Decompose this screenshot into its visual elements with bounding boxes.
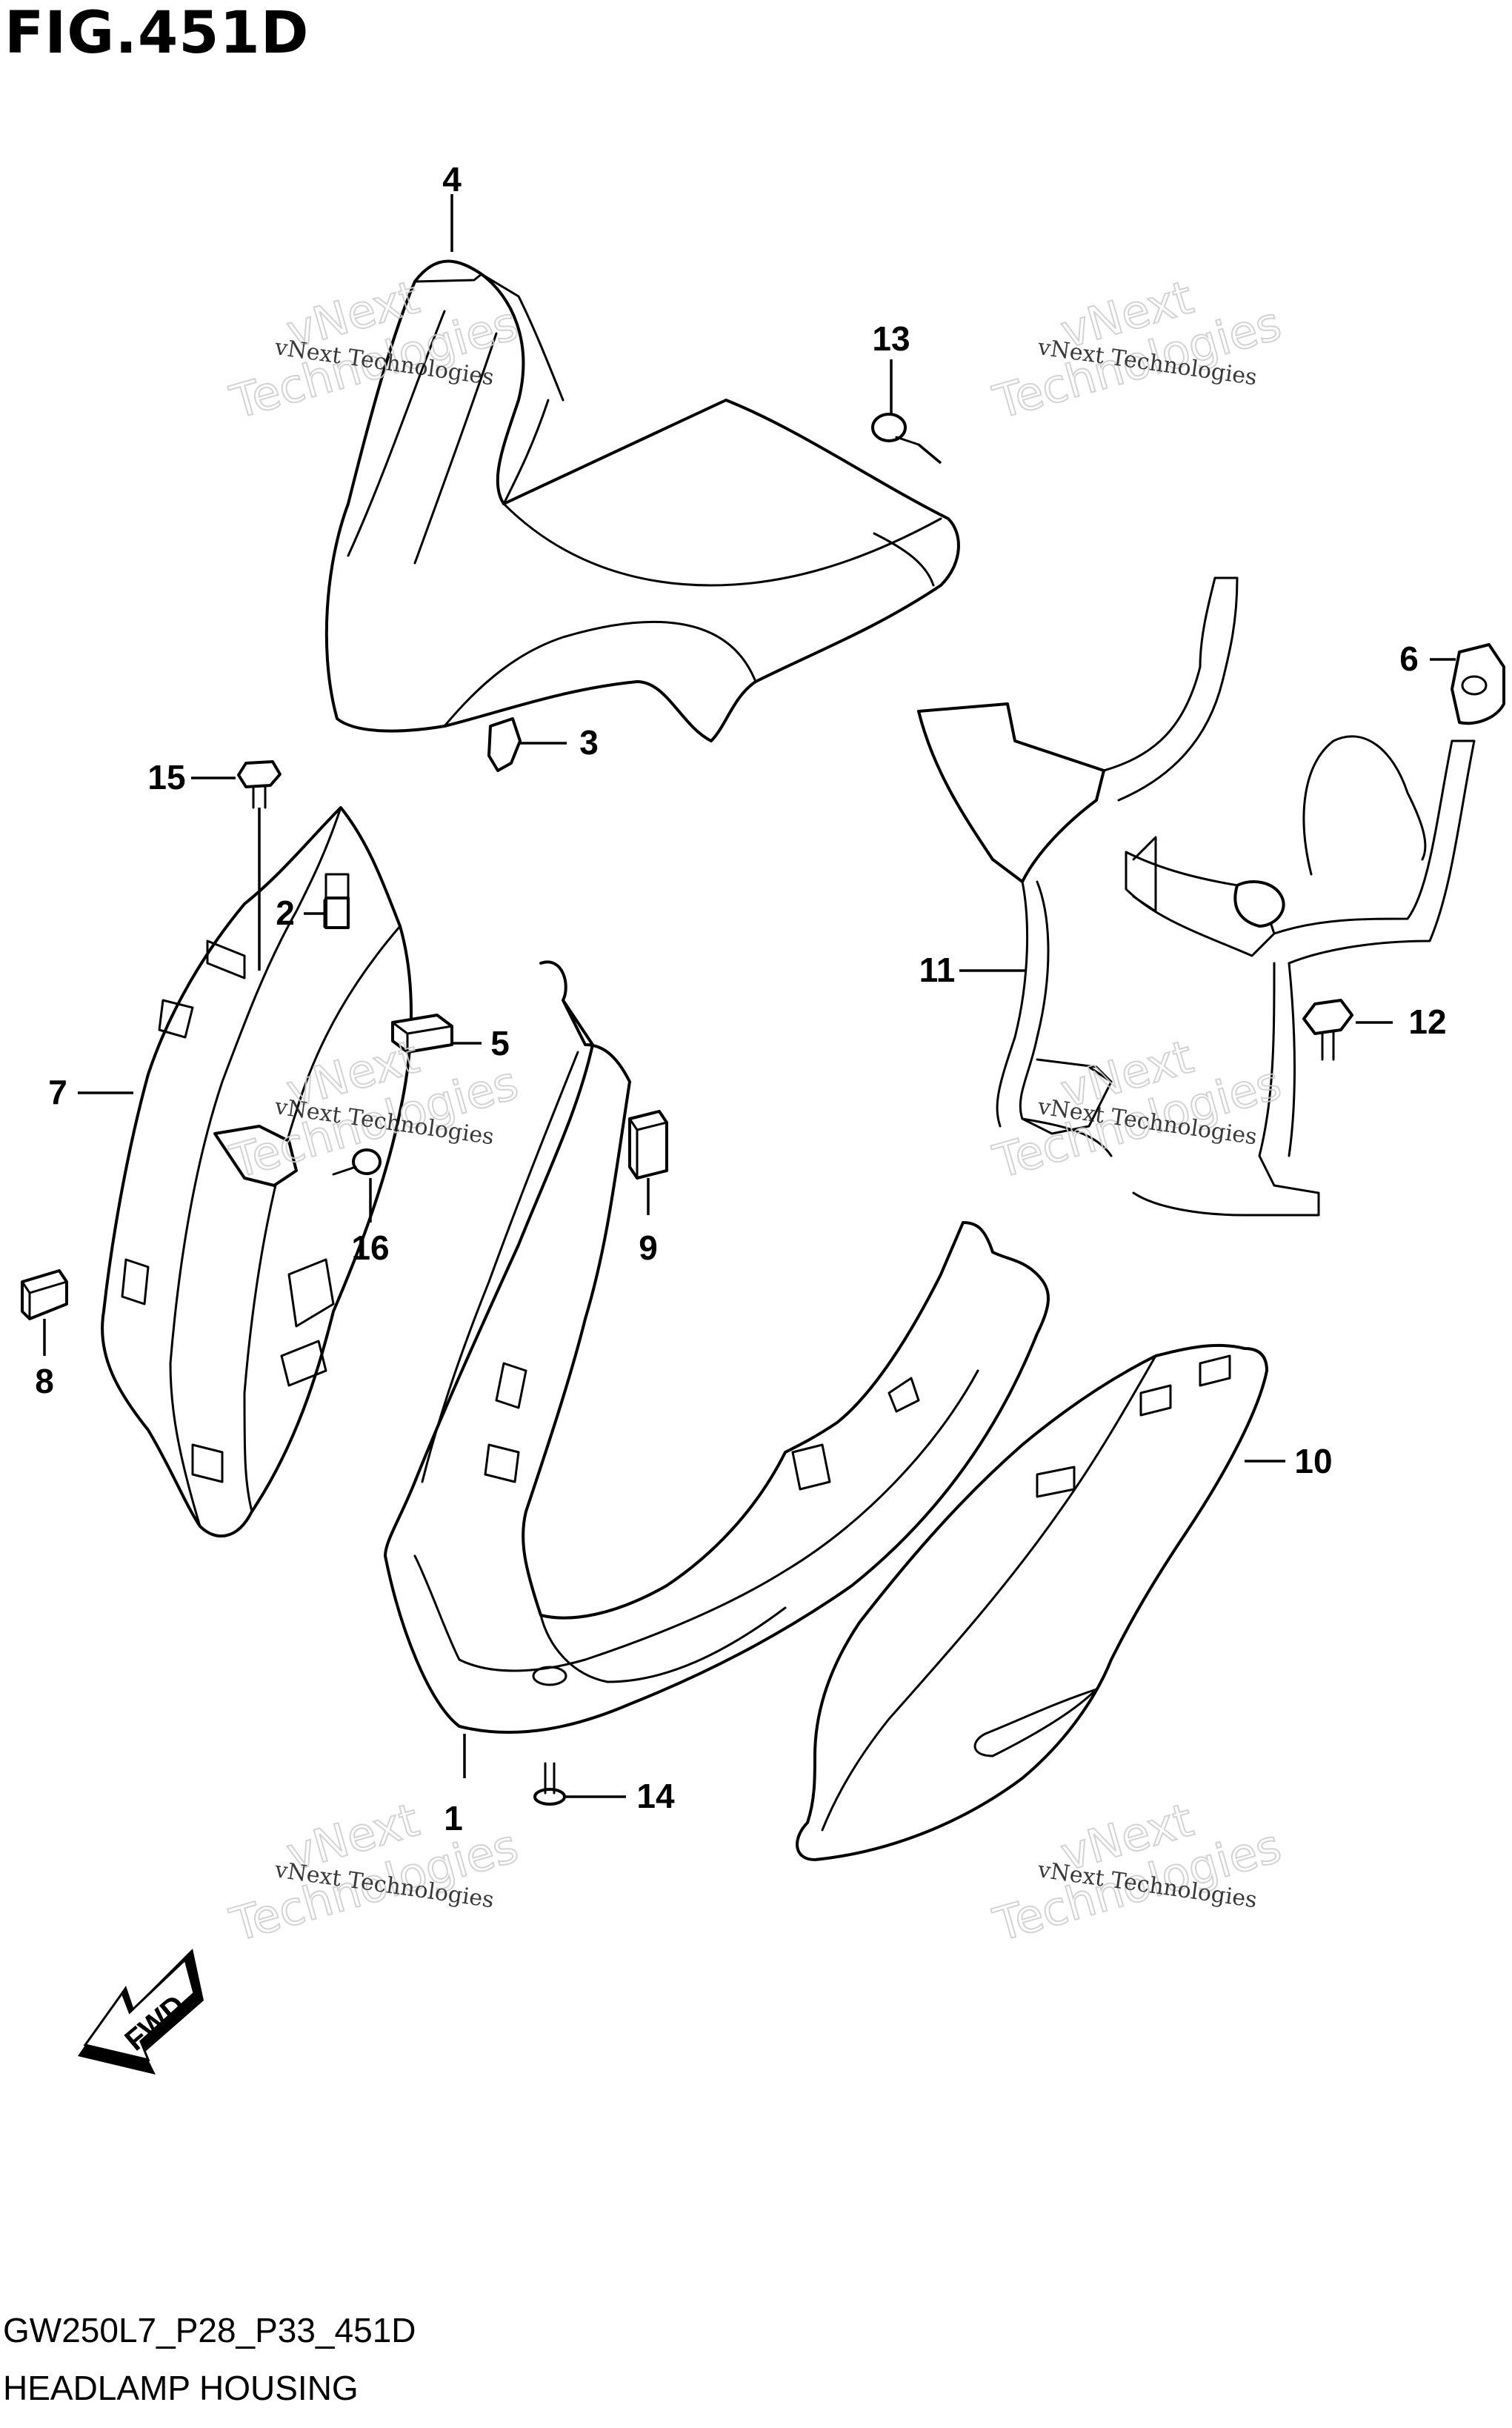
part-4-upper-cowl xyxy=(324,259,960,742)
callout-6: 6 xyxy=(1399,639,1419,678)
callout-3: 3 xyxy=(579,723,599,762)
part-13-screw xyxy=(871,413,920,446)
callout-10: 10 xyxy=(1294,1442,1332,1480)
part-2-clip xyxy=(324,897,350,929)
fwd-arrow: FWD xyxy=(78,1949,204,2075)
figure-code: GW250L7_P28_P33_451D xyxy=(3,2311,416,2349)
callout-12: 12 xyxy=(1408,1002,1446,1041)
watermark-bottom-right: vNext Technologies vNext Technologies xyxy=(987,1792,1288,1952)
part-14-screw xyxy=(533,1762,566,1806)
part-10-right-side-panel xyxy=(796,1343,1268,1861)
callout-1: 1 xyxy=(444,1799,463,1837)
callout-11: 11 xyxy=(919,951,956,989)
part-3-clip xyxy=(487,717,522,772)
callout-13: 13 xyxy=(872,319,910,358)
watermark-bottom-left: vNext Technologies vNext Technologies xyxy=(224,1792,524,1952)
callout-5: 5 xyxy=(490,1024,510,1062)
part-1-lower-center-cowl xyxy=(384,960,1050,1734)
callout-9: 9 xyxy=(639,1228,658,1267)
callout-labels: 1 2 3 4 5 6 7 8 9 10 11 12 13 14 15 16 xyxy=(35,160,1446,1837)
callout-2: 2 xyxy=(276,894,295,932)
part-16-screw xyxy=(332,1148,382,1176)
callout-14: 14 xyxy=(636,1777,675,1815)
callout-16: 16 xyxy=(351,1228,389,1267)
callout-7: 7 xyxy=(48,1073,67,1111)
part-9-nut-block xyxy=(628,1110,668,1180)
leader-lines xyxy=(43,194,1456,1798)
part-11-headlamp-bracket xyxy=(917,576,1476,1217)
part-6-grommet xyxy=(1451,643,1505,725)
part-8-nut-block xyxy=(21,1269,68,1320)
callout-4: 4 xyxy=(442,160,462,199)
callout-8: 8 xyxy=(35,1362,54,1400)
figure-name: HEADLAMP HOUSING xyxy=(3,2369,359,2407)
callout-15: 15 xyxy=(147,758,185,796)
part-15-bolt xyxy=(237,760,282,809)
figure-title: FIG.451D xyxy=(4,0,310,67)
watermark-top-right: vNext Technologies vNext Technologies xyxy=(987,269,1288,430)
part-7-left-inner-panel xyxy=(101,806,413,1537)
part-12-bolt xyxy=(1302,999,1353,1061)
